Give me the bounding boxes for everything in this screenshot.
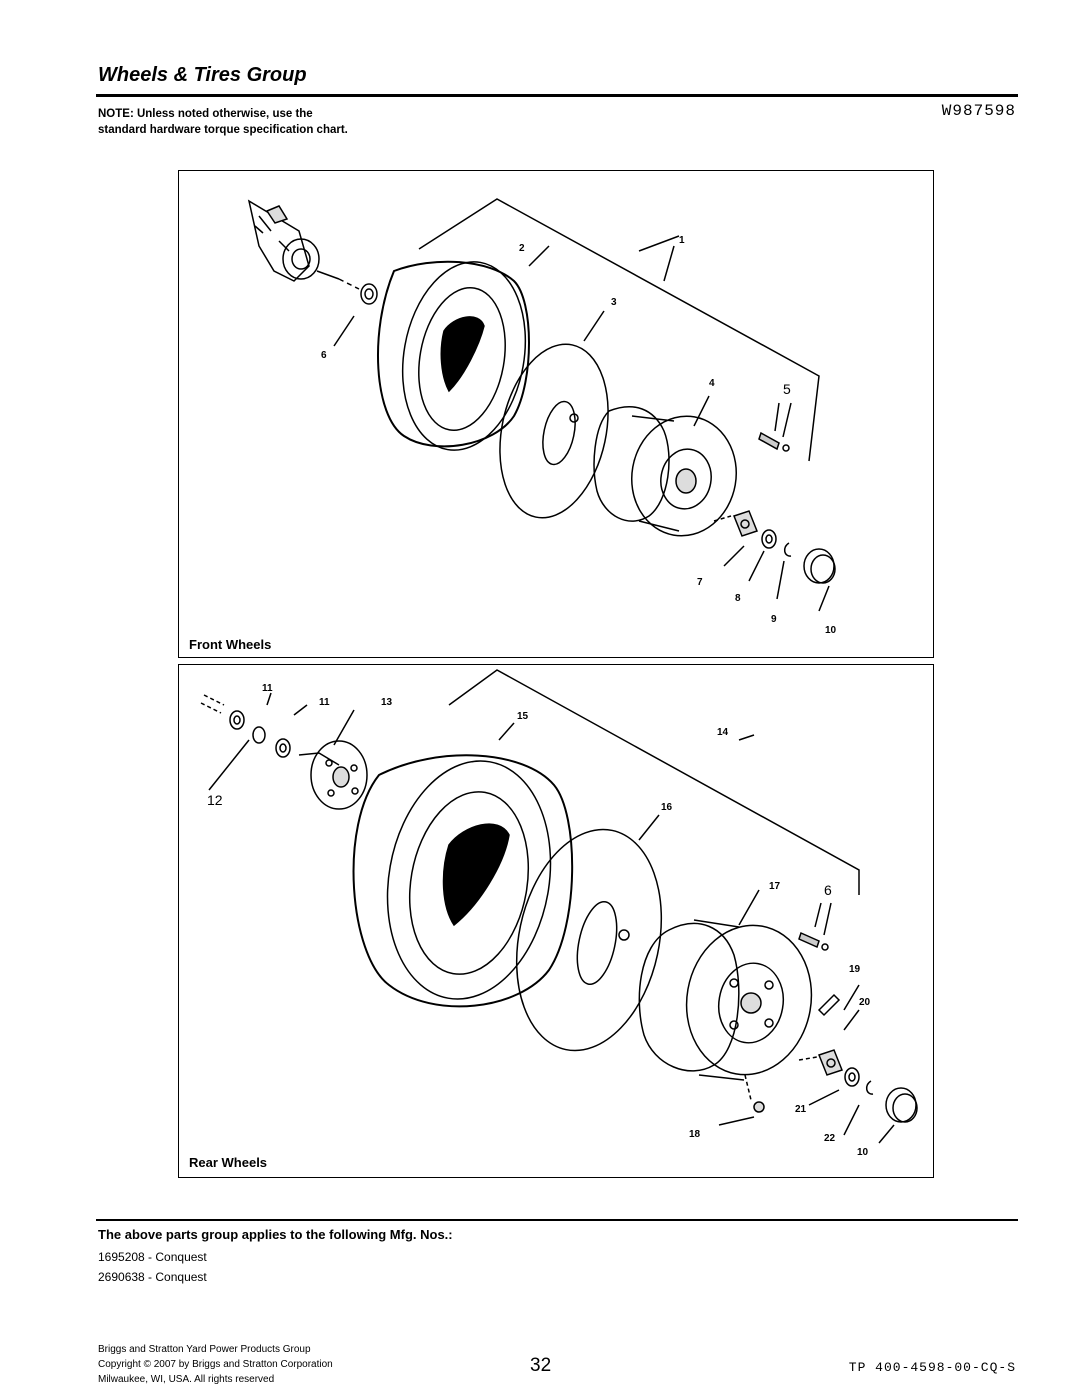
title-rule	[96, 94, 1018, 97]
front-wheels-panel: 1 2 3 4 5 6 7 8 9 10 Front Wheels	[178, 170, 934, 658]
callout-20: 20	[859, 997, 871, 1008]
callout-16: 16	[661, 802, 673, 813]
assembly-bracket	[418, 198, 820, 462]
callout-2: 2	[519, 243, 525, 254]
rear-hub-part-12	[208, 692, 368, 810]
rear-wheels-illustration: 11 11 13 15 14 12 16 17 6 19 20 21 18 22…	[200, 669, 918, 1158]
callout-1: 1	[679, 235, 685, 246]
callout-22: 22	[824, 1133, 836, 1144]
callout-10: 10	[825, 625, 837, 636]
mfg-number: 2690638 - Conquest	[98, 1270, 207, 1284]
callout-7: 7	[697, 577, 703, 588]
inner-tube-part-16	[515, 828, 663, 1052]
washer-part-6	[360, 283, 378, 305]
rear-hub-hardware	[718, 984, 918, 1144]
valve-stem-part-6	[798, 902, 832, 951]
callout-10-rear: 10	[857, 1147, 869, 1158]
rear-tire-part-15	[352, 754, 574, 1008]
callout-14: 14	[717, 727, 729, 738]
valve-stem-part-5	[758, 402, 792, 452]
callout-8: 8	[735, 593, 741, 604]
callout-17: 17	[769, 881, 781, 892]
applies-rule	[96, 1219, 1018, 1221]
diagram-number: W987598	[941, 102, 1016, 120]
rear-rim-part-17	[638, 919, 813, 1081]
torque-note: NOTE: Unless noted otherwise, use the st…	[98, 108, 348, 136]
applies-heading: The above parts group applies to the fol…	[98, 1227, 453, 1242]
callout-21: 21	[795, 1104, 807, 1115]
callout-6: 6	[321, 350, 327, 361]
callout-13: 13	[381, 697, 393, 708]
front-tire	[376, 260, 530, 451]
page-title: Wheels & Tires Group	[98, 64, 307, 86]
callout-19: 19	[849, 964, 861, 975]
footer-line: Briggs and Stratton Yard Power Products …	[98, 1344, 311, 1355]
hub-hardware	[713, 510, 836, 612]
rear-wheels-panel: 11 11 13 15 14 12 16 17 6 19 20 21 18 22…	[178, 664, 934, 1178]
front-wheels-illustration: 1 2 3 4 5 6 7 8 9 10	[247, 198, 837, 636]
spindle-assembly	[247, 199, 360, 290]
callout-3: 3	[611, 297, 617, 308]
footer-line: Milwaukee, WI, USA. All rights reserved	[98, 1374, 275, 1385]
footer-line: Copyright © 2007 by Briggs and Stratton …	[98, 1359, 333, 1370]
rear-assembly-bracket	[448, 669, 860, 895]
rear-wheels-label: Rear Wheels	[189, 1155, 268, 1170]
callout-5: 5	[783, 381, 791, 397]
callout-11b: 11	[319, 697, 330, 708]
callout-11a: 11	[262, 683, 273, 694]
inner-tube-part-3	[499, 343, 609, 519]
callout-6-rear: 6	[824, 882, 832, 898]
front-wheels-label: Front Wheels	[189, 637, 272, 652]
mfg-number: 1695208 - Conquest	[98, 1250, 207, 1264]
callout-4: 4	[709, 378, 715, 389]
callout-18: 18	[689, 1129, 701, 1140]
callout-15: 15	[517, 711, 529, 722]
rear-axle-end	[200, 694, 291, 758]
callout-9: 9	[771, 614, 777, 625]
footer-copyright: Briggs and Stratton Yard Power Products …	[98, 1342, 333, 1387]
page-number: 32	[530, 1355, 552, 1376]
part-number: TP 400-4598-00-CQ-S	[848, 1360, 1016, 1375]
front-rim-part-4	[593, 406, 738, 537]
callout-12: 12	[207, 792, 223, 808]
